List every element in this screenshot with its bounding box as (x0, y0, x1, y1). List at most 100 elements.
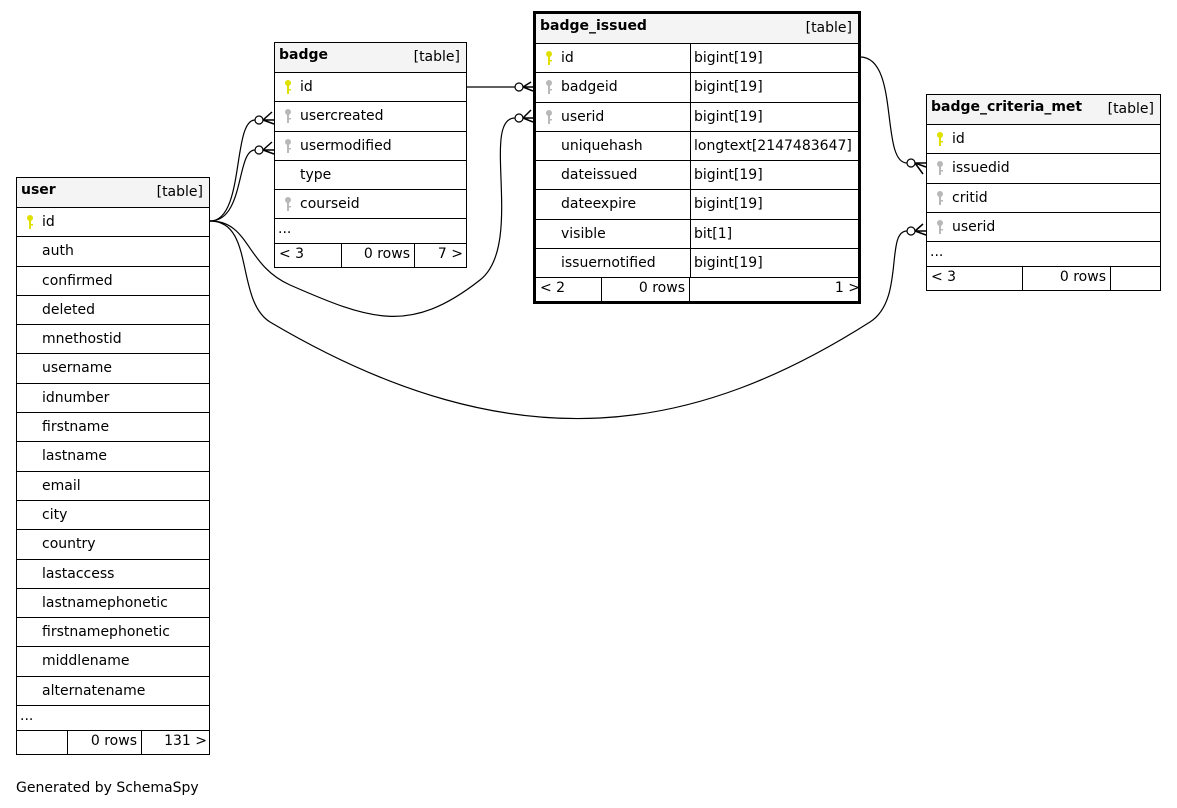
column-name: dateexpire (561, 196, 637, 213)
table-header[interactable]: badge_criteria_met[table] (927, 95, 1160, 125)
column-row[interactable]: lastaccess (17, 560, 209, 589)
column-row[interactable]: critid (927, 184, 1160, 213)
column-type: bigint[19] (694, 108, 763, 125)
column-row[interactable]: middlename (17, 647, 209, 677)
column-row[interactable]: lastname (17, 442, 209, 472)
column-type: longtext[2147483647] (694, 137, 852, 154)
column-row[interactable]: idnumber (17, 384, 209, 414)
table-name: badge_issued (540, 18, 647, 34)
column-divider (690, 219, 691, 249)
edge-badge-issued-criteria-issuedid (859, 56, 908, 164)
footer-children[interactable] (1111, 267, 1162, 290)
column-type: bigint[19] (694, 196, 763, 213)
column-name: issuernotified (561, 255, 656, 272)
column-type: bigint[19] (694, 79, 763, 96)
column-row[interactable]: mnethostid (17, 325, 209, 355)
column-row[interactable]: username (17, 354, 209, 384)
table-type: [table] (156, 184, 203, 200)
more-columns: ... (275, 219, 466, 245)
column-row[interactable]: id (275, 73, 466, 103)
table-name: badge_criteria_met (931, 99, 1083, 115)
footer-children[interactable]: 131 > (164, 733, 207, 750)
edge-user-badge-usermodified (209, 149, 256, 222)
table-header[interactable]: user[table] (17, 178, 209, 208)
foreign-key-icon (544, 109, 554, 125)
column-row[interactable]: usermodified (275, 132, 466, 161)
column-row[interactable]: firstnamephonetic (17, 618, 209, 648)
column-name: country (42, 536, 96, 553)
column-row[interactable]: alternatename (17, 677, 209, 707)
column-row[interactable]: usercreated (275, 102, 466, 132)
column-row[interactable]: issuedid (927, 154, 1160, 184)
footer-parents[interactable]: < 3 (275, 244, 342, 268)
column-name: idnumber (42, 389, 110, 406)
column-row[interactable]: city (17, 501, 209, 531)
footer-parents[interactable]: < 3 (927, 267, 1023, 291)
footer-children[interactable]: 1 > (834, 280, 860, 297)
column-row[interactable]: courseid (275, 190, 466, 220)
column-divider (690, 190, 691, 219)
footer-rows: 0 rows (68, 731, 142, 755)
footer-parents[interactable]: < 2 (536, 278, 602, 302)
column-name: type (300, 166, 332, 183)
column-row[interactable]: type (275, 161, 466, 191)
column-row[interactable]: id (927, 125, 1160, 155)
ellipsis-text: ... (930, 244, 944, 261)
foreign-key-icon (283, 108, 293, 124)
edge-user-badge-issued-userid (209, 117, 516, 317)
table-header[interactable]: badge_issued[table] (536, 14, 858, 44)
column-name: badgeid (561, 79, 618, 96)
primary-key-icon (283, 79, 293, 95)
foreign-key-icon (283, 138, 293, 154)
foreign-key-icon (935, 160, 945, 176)
column-name: auth (42, 243, 74, 260)
table-header[interactable]: badge[table] (275, 43, 466, 73)
column-row[interactable]: firstname (17, 413, 209, 443)
column-name: city (42, 506, 68, 523)
column-name: lastaccess (42, 565, 115, 582)
column-row[interactable]: deleted (17, 296, 209, 326)
column-type: bigint[19] (694, 50, 763, 66)
footer-children[interactable]: 7 > (437, 246, 463, 263)
footer-rows: 0 rows (342, 244, 415, 268)
column-name: alternatename (42, 682, 146, 699)
primary-key-icon (544, 50, 554, 66)
primary-key-icon (25, 214, 35, 230)
primary-key-icon (935, 131, 945, 147)
column-name: usermodified (300, 137, 392, 154)
column-row[interactable]: id (17, 208, 209, 238)
column-type: bit[1] (694, 225, 733, 242)
column-name: username (42, 360, 112, 377)
column-name: visible (561, 225, 606, 242)
column-row[interactable]: userid (927, 213, 1160, 243)
table-name: badge (279, 47, 329, 63)
column-name: dateissued (561, 167, 638, 184)
column-name: uniquehash (561, 137, 643, 154)
column-row[interactable]: badgeid bigint[19] (536, 73, 858, 103)
foreign-key-icon (935, 219, 945, 235)
column-row[interactable]: email (17, 472, 209, 501)
column-name: userid (952, 218, 996, 235)
column-name: id (42, 214, 55, 230)
column-divider (690, 249, 691, 278)
foreign-key-icon (935, 190, 945, 206)
column-row[interactable]: lastnamephonetic (17, 589, 209, 619)
column-row[interactable]: confirmed (17, 267, 209, 296)
column-row[interactable]: auth (17, 237, 209, 267)
column-name: firstname (42, 419, 110, 436)
column-row[interactable]: uniquehash longtext[2147483647] (536, 131, 858, 162)
footer-parents[interactable] (17, 731, 68, 755)
column-row[interactable]: dateexpire bigint[19] (536, 190, 858, 220)
ellipsis-text: ... (20, 708, 34, 725)
column-row[interactable]: country (17, 530, 209, 560)
column-row[interactable]: visible bit[1] (536, 219, 858, 250)
